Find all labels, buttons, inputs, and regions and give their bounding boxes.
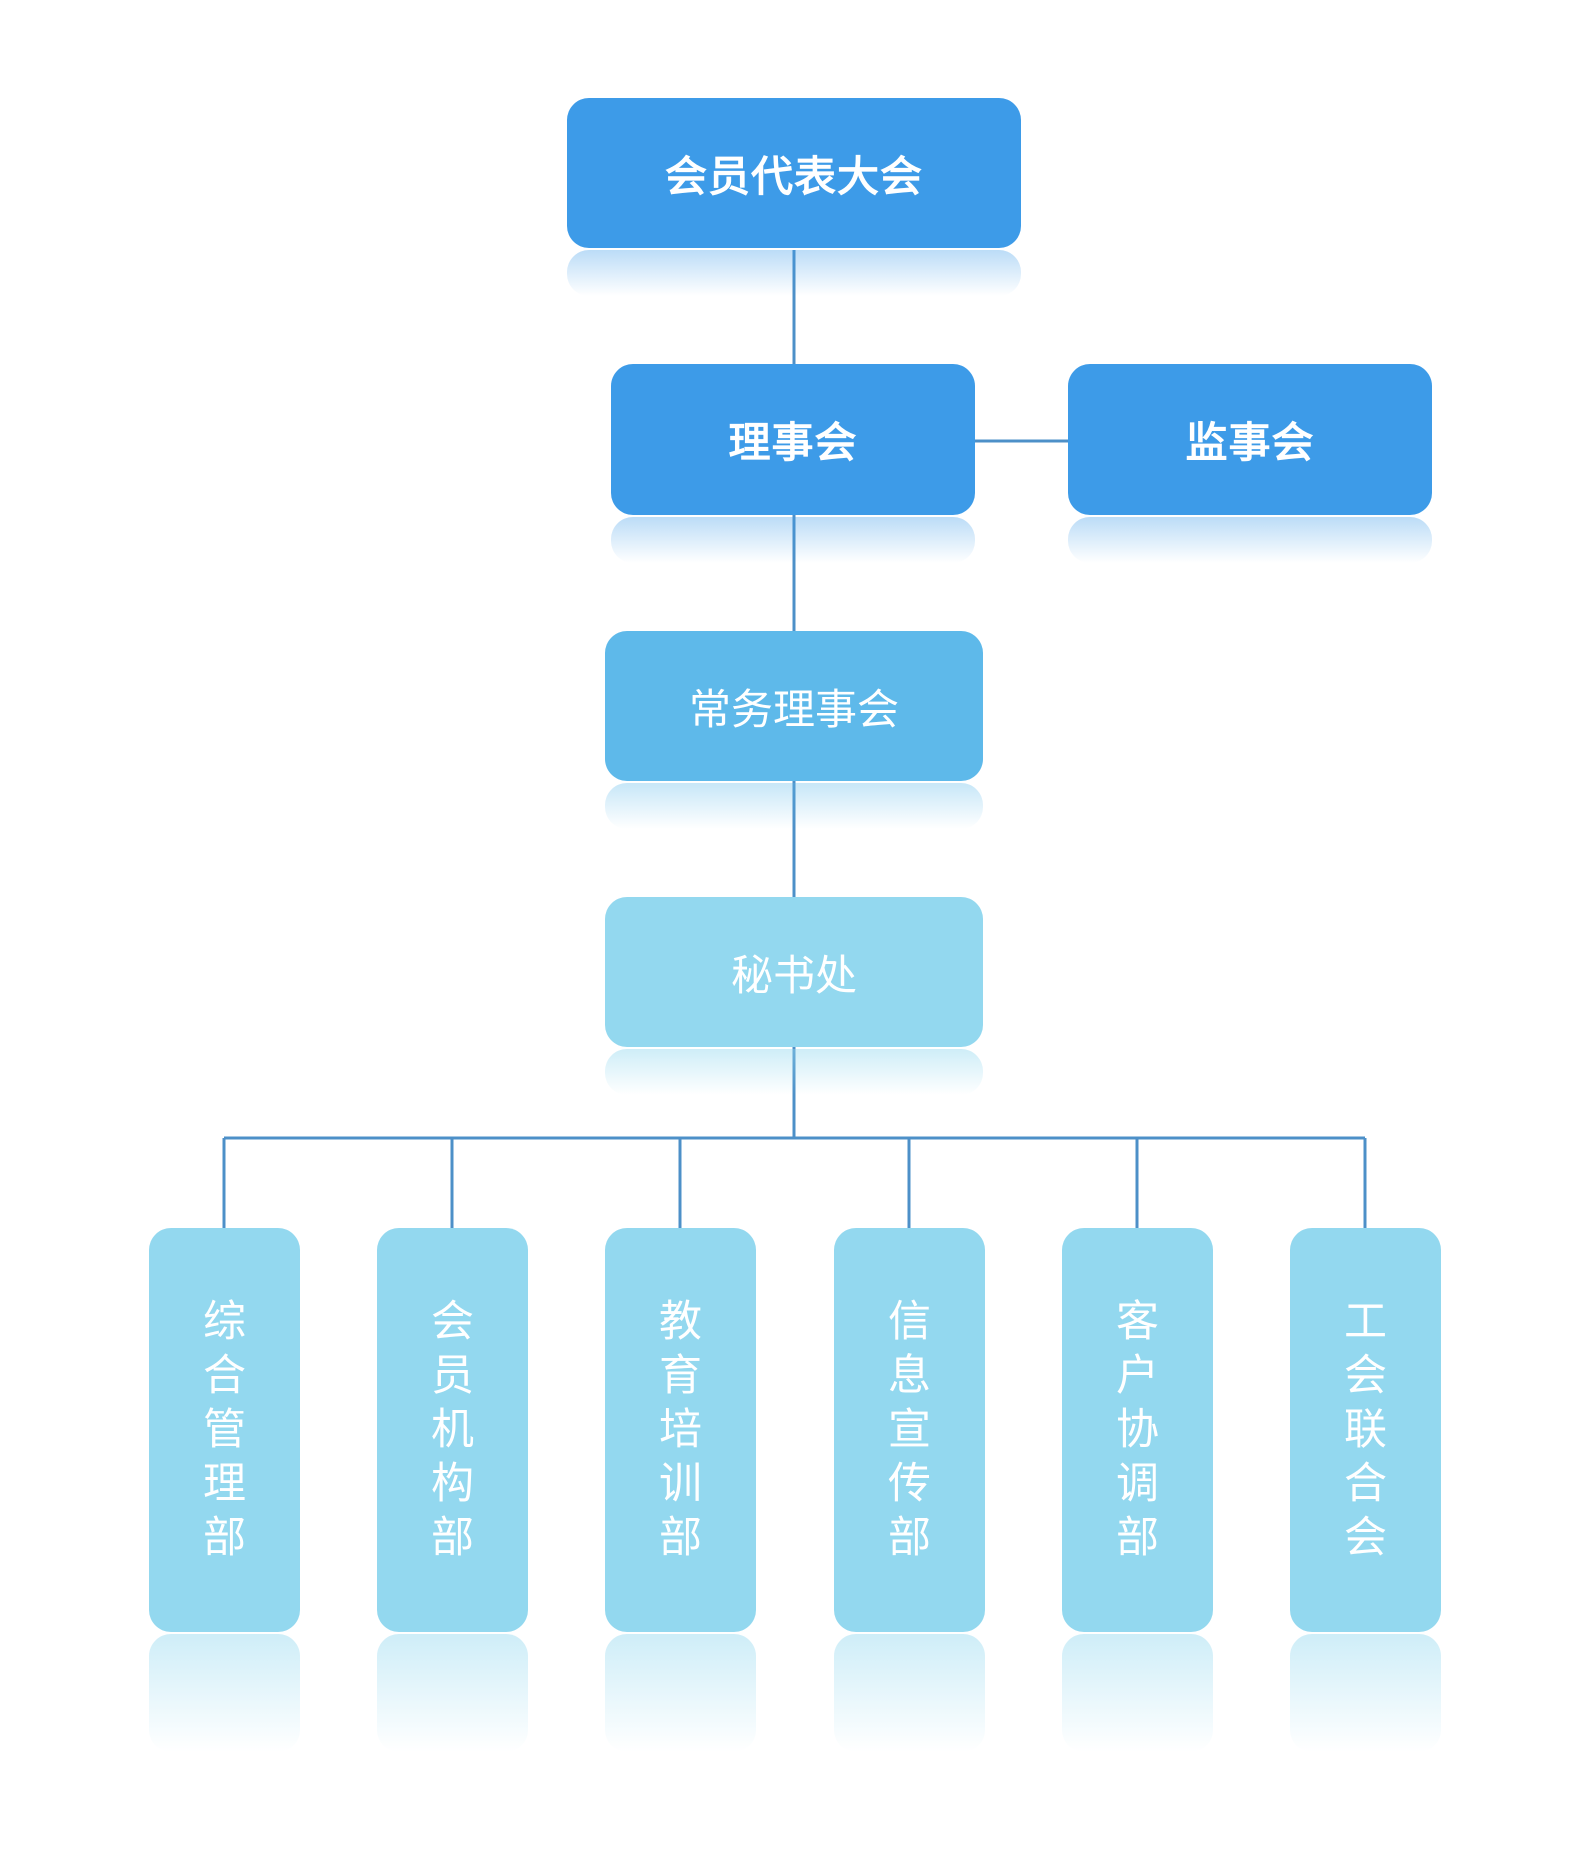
department-box-1: 综合管理部 xyxy=(149,1228,300,1632)
department-label-3: 教育培训部 xyxy=(659,1297,702,1563)
assembly-label: 会员代表大会 xyxy=(664,151,923,201)
department-label-1: 综合管理部 xyxy=(203,1297,246,1563)
supervisory-box: 监事会 xyxy=(1068,364,1432,515)
department-label-2: 会员机构部 xyxy=(431,1297,474,1563)
department-box-3: 教育培训部 xyxy=(605,1228,756,1632)
department-label-5: 客户协调部 xyxy=(1116,1297,1159,1563)
standing-box: 常务理事会 xyxy=(605,631,983,781)
department-box-2: 会员机构部 xyxy=(377,1228,528,1632)
supervisory-label: 监事会 xyxy=(1185,418,1315,467)
board-label: 理事会 xyxy=(728,418,858,467)
secretariat-label: 秘书处 xyxy=(730,950,857,1000)
board-box: 理事会 xyxy=(611,364,975,515)
department-label-6: 工会联合会 xyxy=(1344,1297,1387,1563)
department-box-6: 工会联合会 xyxy=(1290,1228,1441,1632)
assembly-box: 会员代表大会 xyxy=(567,98,1021,248)
department-box-5: 客户协调部 xyxy=(1062,1228,1213,1632)
department-box-4: 信息宣传部 xyxy=(834,1228,985,1632)
secretariat-box: 秘书处 xyxy=(605,897,983,1047)
department-label-4: 信息宣传部 xyxy=(888,1297,931,1563)
standing-label: 常务理事会 xyxy=(688,684,899,734)
